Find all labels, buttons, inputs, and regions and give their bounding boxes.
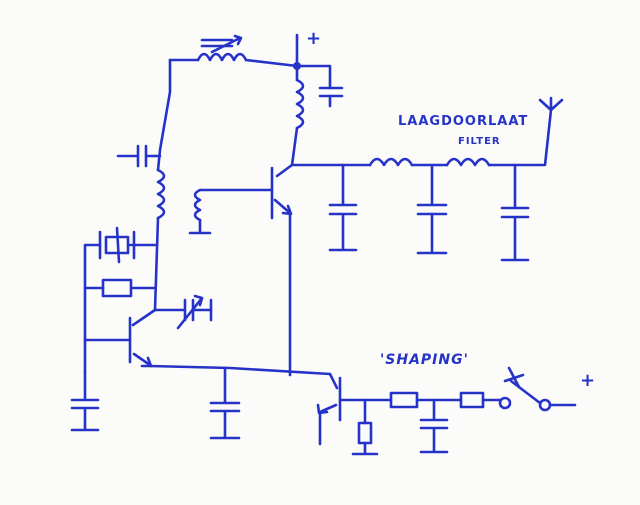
lowpass-filter <box>290 108 553 167</box>
oscillator-transistor <box>83 308 157 368</box>
shaping-capacitor <box>419 398 449 454</box>
filter-capacitor-1 <box>328 163 358 252</box>
emitter-wire <box>148 364 332 376</box>
shaping-label: 'SHAPING' <box>380 352 469 368</box>
shaping-series-resistor-2 <box>459 391 512 410</box>
key-switch <box>503 366 577 412</box>
emitter-capacitor-2 <box>209 366 241 440</box>
emitter-capacitor <box>70 370 100 432</box>
adjustable-coil-core <box>200 34 243 54</box>
filter-label-line2: FILTER <box>458 136 501 147</box>
supply-plus-right: + <box>580 370 597 391</box>
filter-capacitor-2 <box>416 163 448 255</box>
crystal <box>83 226 157 374</box>
filter-label-line1: LAAGDOORLAAT <box>398 114 529 129</box>
supply-decoupling-capacitor <box>295 64 344 108</box>
filter-capacitor-3 <box>500 163 530 262</box>
shaping-resistor-to-ground <box>351 398 379 456</box>
power-transistor <box>270 166 293 377</box>
shaping-series-resistor-1 <box>389 391 463 409</box>
base-coupling-coil <box>188 188 274 235</box>
oscillator-coil <box>153 58 172 312</box>
shaping-transistor <box>316 372 393 446</box>
trimmer-capacitor <box>153 294 213 330</box>
top-wire <box>168 52 299 68</box>
rf-choke <box>275 64 305 178</box>
supply-plus-top: + <box>306 28 323 49</box>
feedback-resistor <box>83 278 157 298</box>
coupling-capacitor <box>116 144 162 168</box>
antenna-icon <box>538 96 564 112</box>
